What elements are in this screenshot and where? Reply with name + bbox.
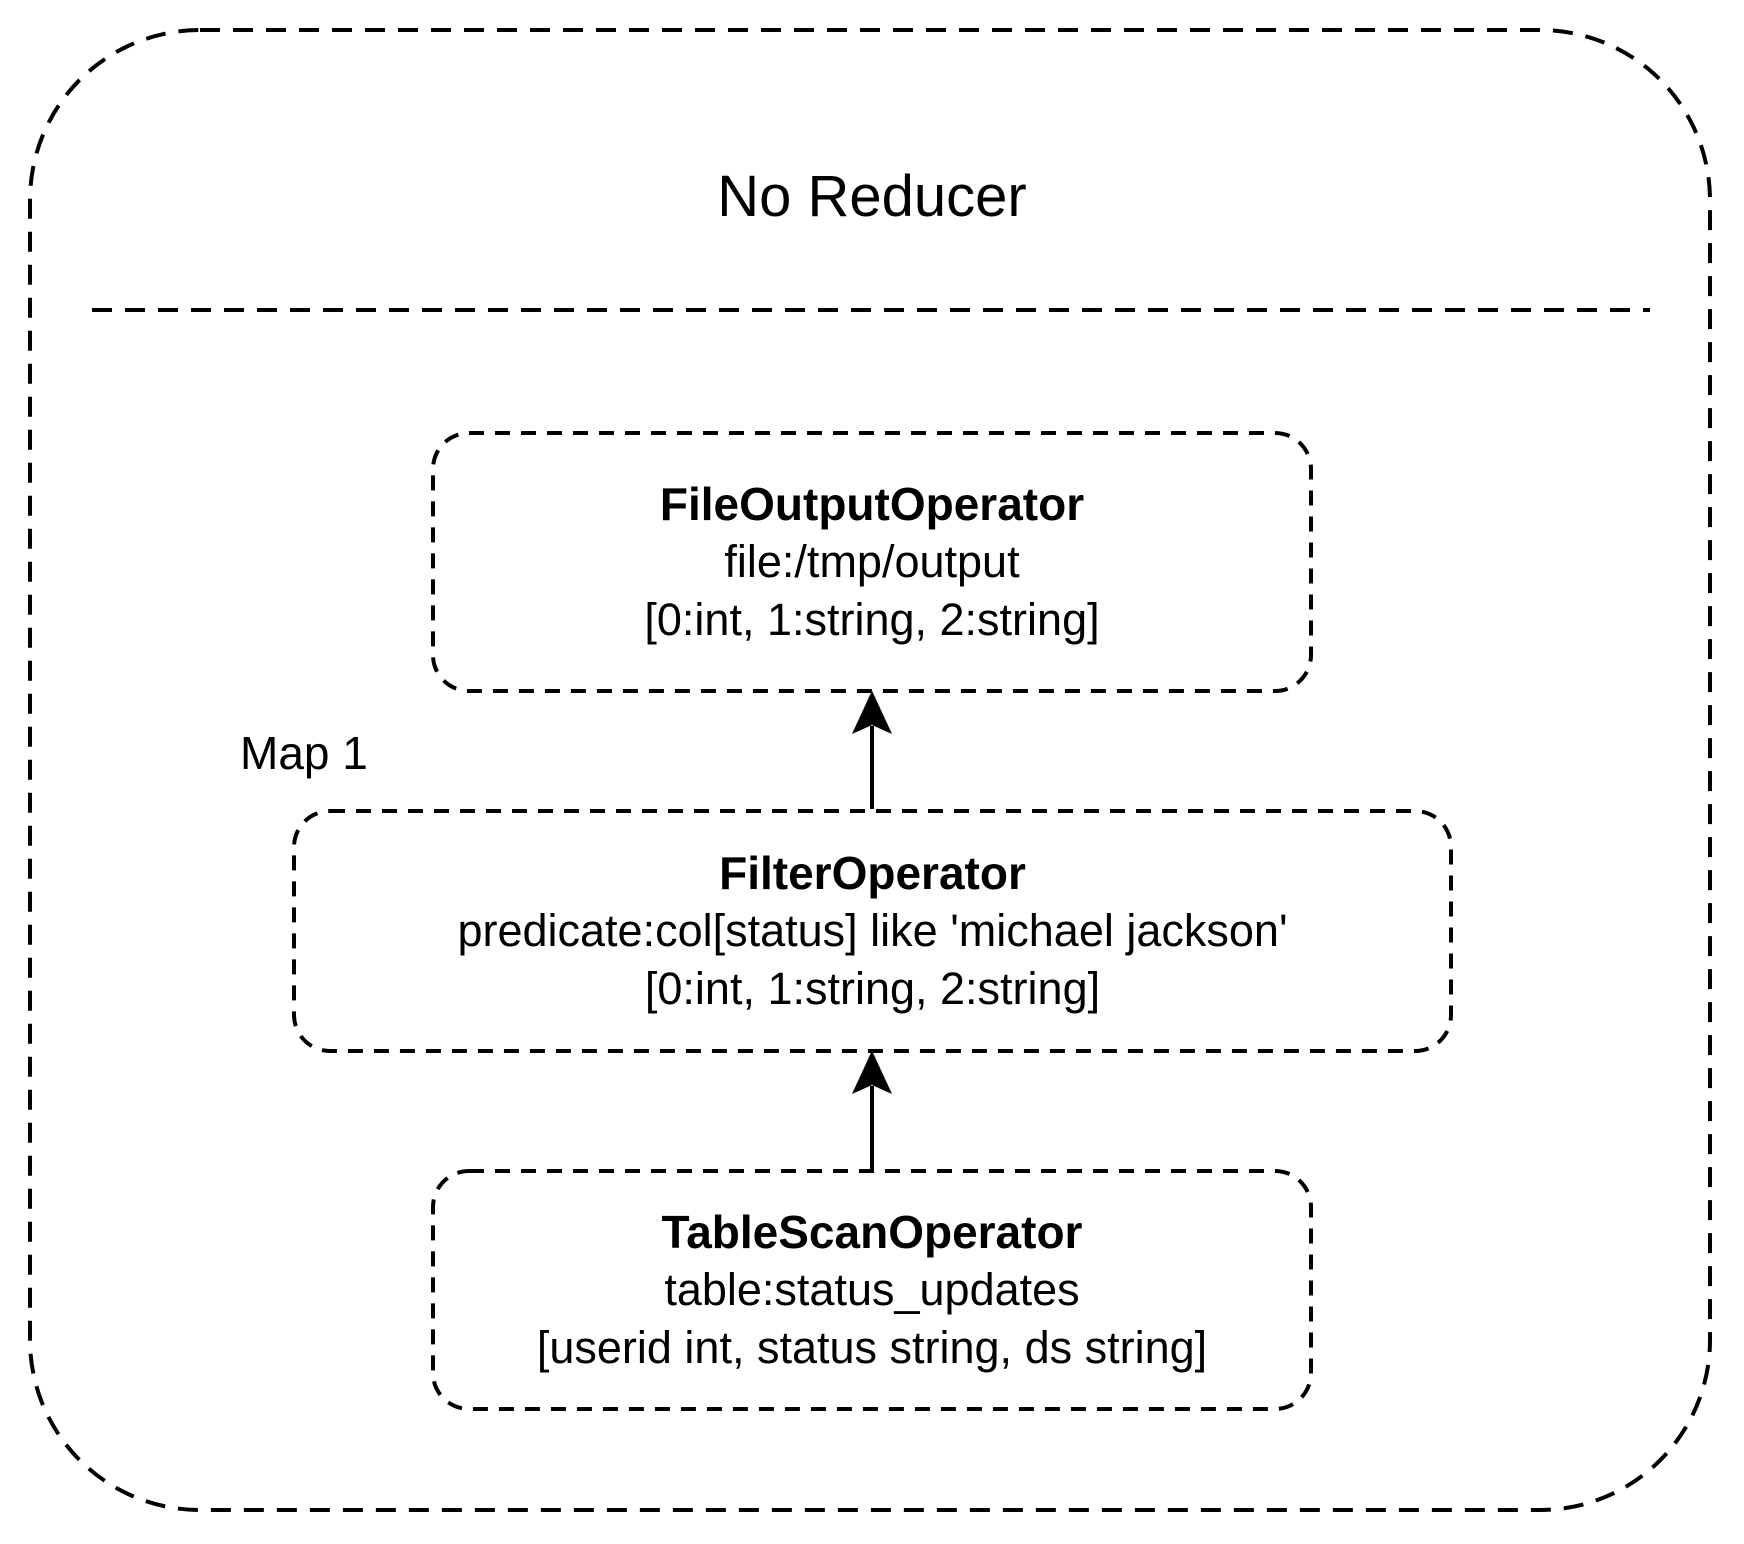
operator-name: FileOutputOperator bbox=[659, 478, 1085, 530]
operator-box-filter-outline bbox=[292, 809, 1453, 1053]
operator-box-table-scan-outline bbox=[431, 1169, 1313, 1411]
operator-detail: table:status_updates bbox=[664, 1264, 1080, 1315]
arrowhead-up-icon bbox=[851, 690, 893, 734]
operator-box-file-output: FileOutputOperator file:/tmp/output [0:i… bbox=[433, 433, 1311, 691]
stage-boundary-outline bbox=[28, 28, 1712, 1512]
operator-detail: file:/tmp/output bbox=[724, 536, 1020, 587]
operator-name: TableScanOperator bbox=[661, 1206, 1083, 1258]
operator-detail: predicate:col[status] like 'michael jack… bbox=[457, 905, 1288, 956]
operator-schema: [0:int, 1:string, 2:string] bbox=[644, 594, 1100, 645]
operator-box-table-scan: TableScanOperator table:status_updates [… bbox=[433, 1171, 1311, 1409]
operator-box-filter: FilterOperator predicate:col[status] lik… bbox=[294, 811, 1451, 1051]
edge-table-scan-to-filter bbox=[851, 1050, 893, 1169]
arrowhead-up-icon bbox=[851, 1050, 893, 1094]
operator-box-file-output-outline bbox=[431, 431, 1313, 693]
edge-filter-to-file-output bbox=[851, 690, 893, 809]
map-label: Map 1 bbox=[240, 727, 368, 779]
operator-schema: [userid int, status string, ds string] bbox=[536, 1322, 1208, 1373]
operator-schema: [0:int, 1:string, 2:string] bbox=[644, 963, 1101, 1014]
operator-name: FilterOperator bbox=[719, 847, 1026, 899]
stage-title: No Reducer bbox=[717, 164, 1027, 229]
